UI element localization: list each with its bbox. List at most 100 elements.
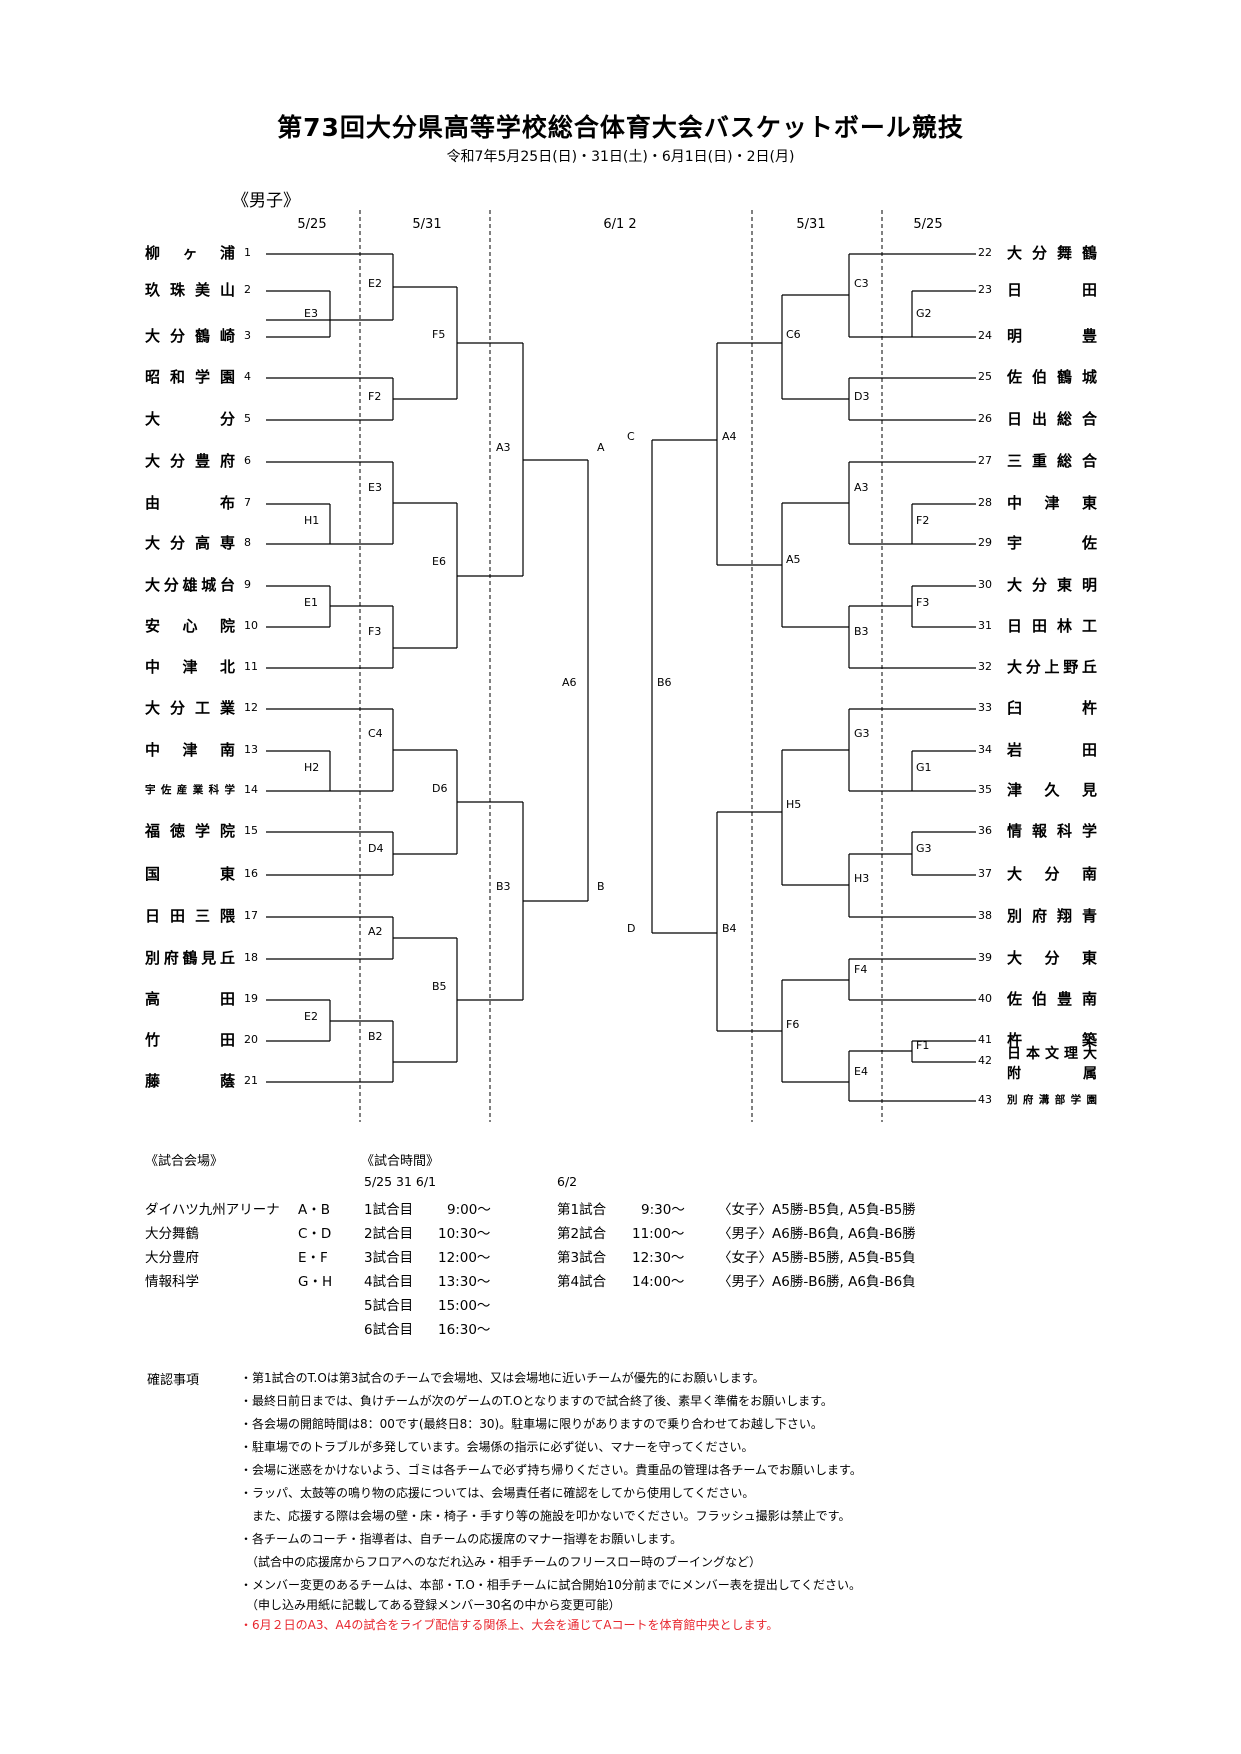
- final-desc: 〈男子〉A6勝-B6負, A6負-B6勝: [718, 1226, 916, 1242]
- match-label: D4: [368, 842, 384, 855]
- note-item-highlight: ・6月２日のA3、A4の試合をライブ配信する関係上、大会を通じてAコートを体育館…: [240, 1618, 779, 1632]
- match-label: H5: [786, 798, 802, 811]
- finals-heading: 6/2: [557, 1174, 578, 1189]
- match-label: G3: [916, 842, 932, 855]
- team-number: 36: [978, 824, 992, 837]
- time-label: 6試合目: [364, 1322, 414, 1338]
- match-label: E1: [304, 596, 318, 609]
- notes-label: 確認事項: [147, 1373, 200, 1388]
- final-label: 第2試合: [557, 1226, 607, 1242]
- team-name: 大分舞鶴: [1007, 244, 1097, 262]
- team-number: 28: [978, 496, 992, 509]
- note-item: ・駐車場でのトラブルが多発しています。会場係の指示に必ず従い、マナーを守ってくだ…: [240, 1440, 754, 1454]
- final-time: 14:00～: [632, 1274, 685, 1290]
- team-name: 大分雄城台: [145, 576, 235, 594]
- team-number: 24: [978, 329, 992, 342]
- team-number: 41: [978, 1033, 992, 1046]
- match-label: E3: [304, 307, 318, 320]
- match-label: E4: [854, 1065, 868, 1078]
- team-number: 35: [978, 783, 992, 796]
- team-name: 柳 ヶ 浦: [145, 244, 235, 262]
- venues-heading: 《試合会場》: [145, 1154, 224, 1169]
- team-name-line2: 附 属: [1007, 1066, 1097, 1082]
- time-value: 13:30～: [438, 1274, 491, 1290]
- final-time: 11:00～: [632, 1226, 685, 1242]
- team-number: 22: [978, 246, 992, 259]
- team-number: 5: [244, 412, 251, 425]
- team-number: 23: [978, 283, 992, 296]
- team-number: 1: [244, 246, 251, 259]
- team-number: 21: [244, 1074, 258, 1087]
- page-title: 第73回大分県高等学校総合体育大会バスケットボール競技: [277, 113, 964, 142]
- team-number: 27: [978, 454, 992, 467]
- team-number: 17: [244, 909, 258, 922]
- team-number: 12: [244, 701, 258, 714]
- venue-courts: C・D: [298, 1226, 332, 1242]
- match-label: H3: [854, 872, 870, 885]
- venue-name: 大分舞鶴: [145, 1226, 199, 1242]
- match-label: B3: [496, 880, 511, 893]
- match-label: G2: [916, 307, 932, 320]
- date-label: 5/25: [297, 217, 327, 232]
- team-number: 18: [244, 951, 258, 964]
- team-name: 昭和学園: [145, 368, 235, 386]
- team-number: 16: [244, 867, 258, 880]
- team-number: 15: [244, 824, 258, 837]
- final-time: 12:30～: [632, 1250, 685, 1266]
- time-label: 3試合目: [364, 1250, 414, 1266]
- match-label: F2: [916, 514, 930, 527]
- team-number: 10: [244, 619, 258, 632]
- team-number: 30: [978, 578, 992, 591]
- team-number: 3: [244, 329, 251, 342]
- note-item: ・各チームのコーチ・指導者は、自チームの応援席のマナー指導をお願いします。: [240, 1532, 683, 1546]
- team-name: 情報科学: [1007, 822, 1097, 840]
- note-item: ・最終日前日までは、負けチームが次のゲームのT.Oとなりますので試合終了後、素早…: [240, 1394, 833, 1408]
- team-name: 宇佐産業科学: [145, 784, 235, 796]
- match-label: C: [627, 430, 635, 443]
- team-name: 日本文理大: [1007, 1046, 1097, 1062]
- time-value: 10:30～: [438, 1226, 491, 1242]
- venue-name: 情報科学: [145, 1274, 199, 1290]
- team-name: 大 分 東: [1007, 949, 1097, 967]
- team-name: 大分高専: [145, 534, 235, 552]
- match-label: H2: [304, 761, 320, 774]
- time-value: 12:00～: [438, 1250, 491, 1266]
- match-label: C6: [786, 328, 801, 341]
- final-desc: 〈女子〉A5勝-B5勝, A5負-B5負: [718, 1250, 916, 1266]
- match-label: F6: [786, 1018, 800, 1031]
- match-label: A3: [496, 441, 511, 454]
- match-label: F3: [368, 625, 382, 638]
- team-number: 7: [244, 496, 251, 509]
- match-label: A6: [562, 676, 577, 689]
- final-time: 9:30～: [641, 1202, 685, 1218]
- page-subtitle: 令和7年5月25日(日)・31日(土)・6月1日(日)・2日(月): [446, 149, 795, 165]
- team-name: 大分豊府: [145, 452, 235, 470]
- match-label: E2: [304, 1010, 318, 1023]
- team-name: 三重総合: [1007, 452, 1097, 470]
- team-name: 安 心 院: [145, 617, 235, 635]
- team-name: 大分上野丘: [1007, 658, 1097, 676]
- match-label: F5: [432, 328, 446, 341]
- team-number: 31: [978, 619, 992, 632]
- team-number: 42: [978, 1054, 992, 1067]
- time-value: 9:00～: [447, 1202, 491, 1218]
- date-label: 5/31: [412, 217, 442, 232]
- match-label: B: [597, 880, 605, 893]
- match-label: B6: [657, 676, 672, 689]
- team-name: 岩 田: [1007, 741, 1097, 759]
- team-number: 43: [978, 1093, 992, 1106]
- team-name: 別府翔青: [1007, 907, 1097, 925]
- times-subheading: 5/25 31 6/1: [364, 1174, 437, 1189]
- match-label: F3: [916, 596, 930, 609]
- team-number: 2: [244, 283, 251, 296]
- match-label: A3: [854, 481, 869, 494]
- match-label: D6: [432, 782, 448, 795]
- times-heading: 《試合時間》: [361, 1154, 440, 1169]
- team-name: 佐伯鶴城: [1007, 368, 1097, 386]
- team-name: 宇 佐: [1007, 534, 1097, 552]
- final-label: 第4試合: [557, 1274, 607, 1290]
- team-number: 37: [978, 867, 992, 880]
- match-label: E2: [368, 277, 382, 290]
- match-label: E6: [432, 555, 446, 568]
- team-number: 11: [244, 660, 258, 673]
